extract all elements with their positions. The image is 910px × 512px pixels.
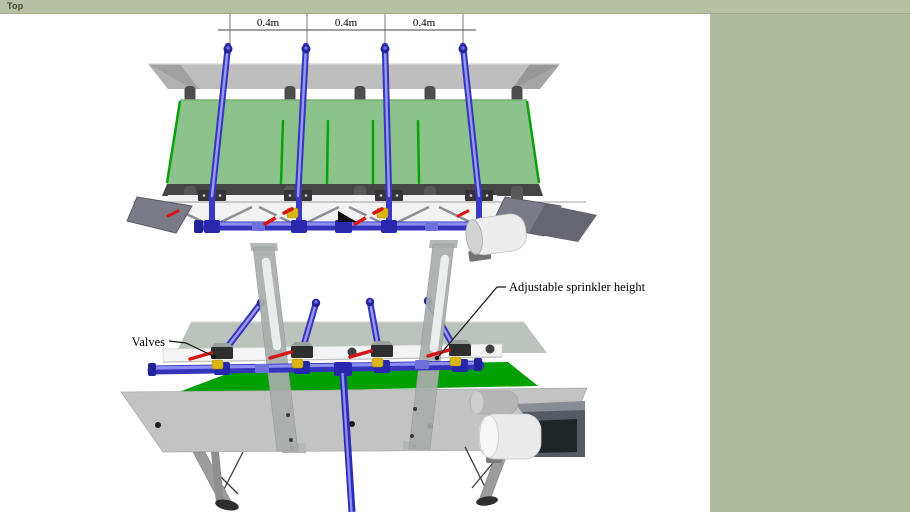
valves-annotation: Valves: [132, 335, 216, 359]
adjustable-height-leader-line: [437, 286, 506, 358]
adjustable-height-label: Adjustable sprinkler height: [509, 280, 646, 294]
valve: [348, 341, 393, 368]
clamp-flag: [338, 211, 357, 222]
dimension-annotation: 0.4m 0.4m 0.4m: [218, 12, 476, 44]
valves-label: Valves: [132, 335, 165, 349]
front-view: Valves Adjustable sprinkler height: [120, 240, 646, 512]
rail-knob: [485, 344, 495, 354]
valves-leader-line: [168, 340, 214, 357]
sprinkler-risers-top-view: [208, 42, 483, 200]
view-tab-bar: Top: [0, 0, 910, 14]
height-adjust-bracket-left: [250, 243, 299, 452]
dimension-label-3: 0.4m: [413, 17, 436, 29]
bed-divider-lines: [279, 119, 421, 185]
valve-handles-top-view: [166, 207, 470, 226]
dimension-label-1: 0.4m: [257, 17, 280, 29]
dimension-label-2: 0.4m: [335, 17, 358, 29]
growing-bed-top-view: [165, 99, 541, 185]
drive-motor-top-view: [465, 213, 527, 262]
adjustment-slot: [261, 257, 282, 351]
right-side-panel: [710, 13, 910, 512]
top-view: 0.4m 0.4m 0.4m: [126, 12, 597, 262]
water-valves: [188, 340, 471, 370]
left-funnel-plate: [126, 196, 193, 234]
right-chute-plate: [529, 204, 597, 242]
legs-left: [192, 451, 244, 511]
valve: [426, 340, 471, 367]
valve: [268, 342, 313, 369]
back-wall-top-view: [148, 63, 560, 89]
drive-motor-front-view: [469, 390, 542, 463]
adjustment-slot: [429, 254, 450, 353]
view-name-label: Top: [7, 1, 24, 11]
height-adjust-bracket-right: [408, 240, 458, 450]
adjustable-height-annotation: Adjustable sprinkler height: [434, 280, 646, 361]
